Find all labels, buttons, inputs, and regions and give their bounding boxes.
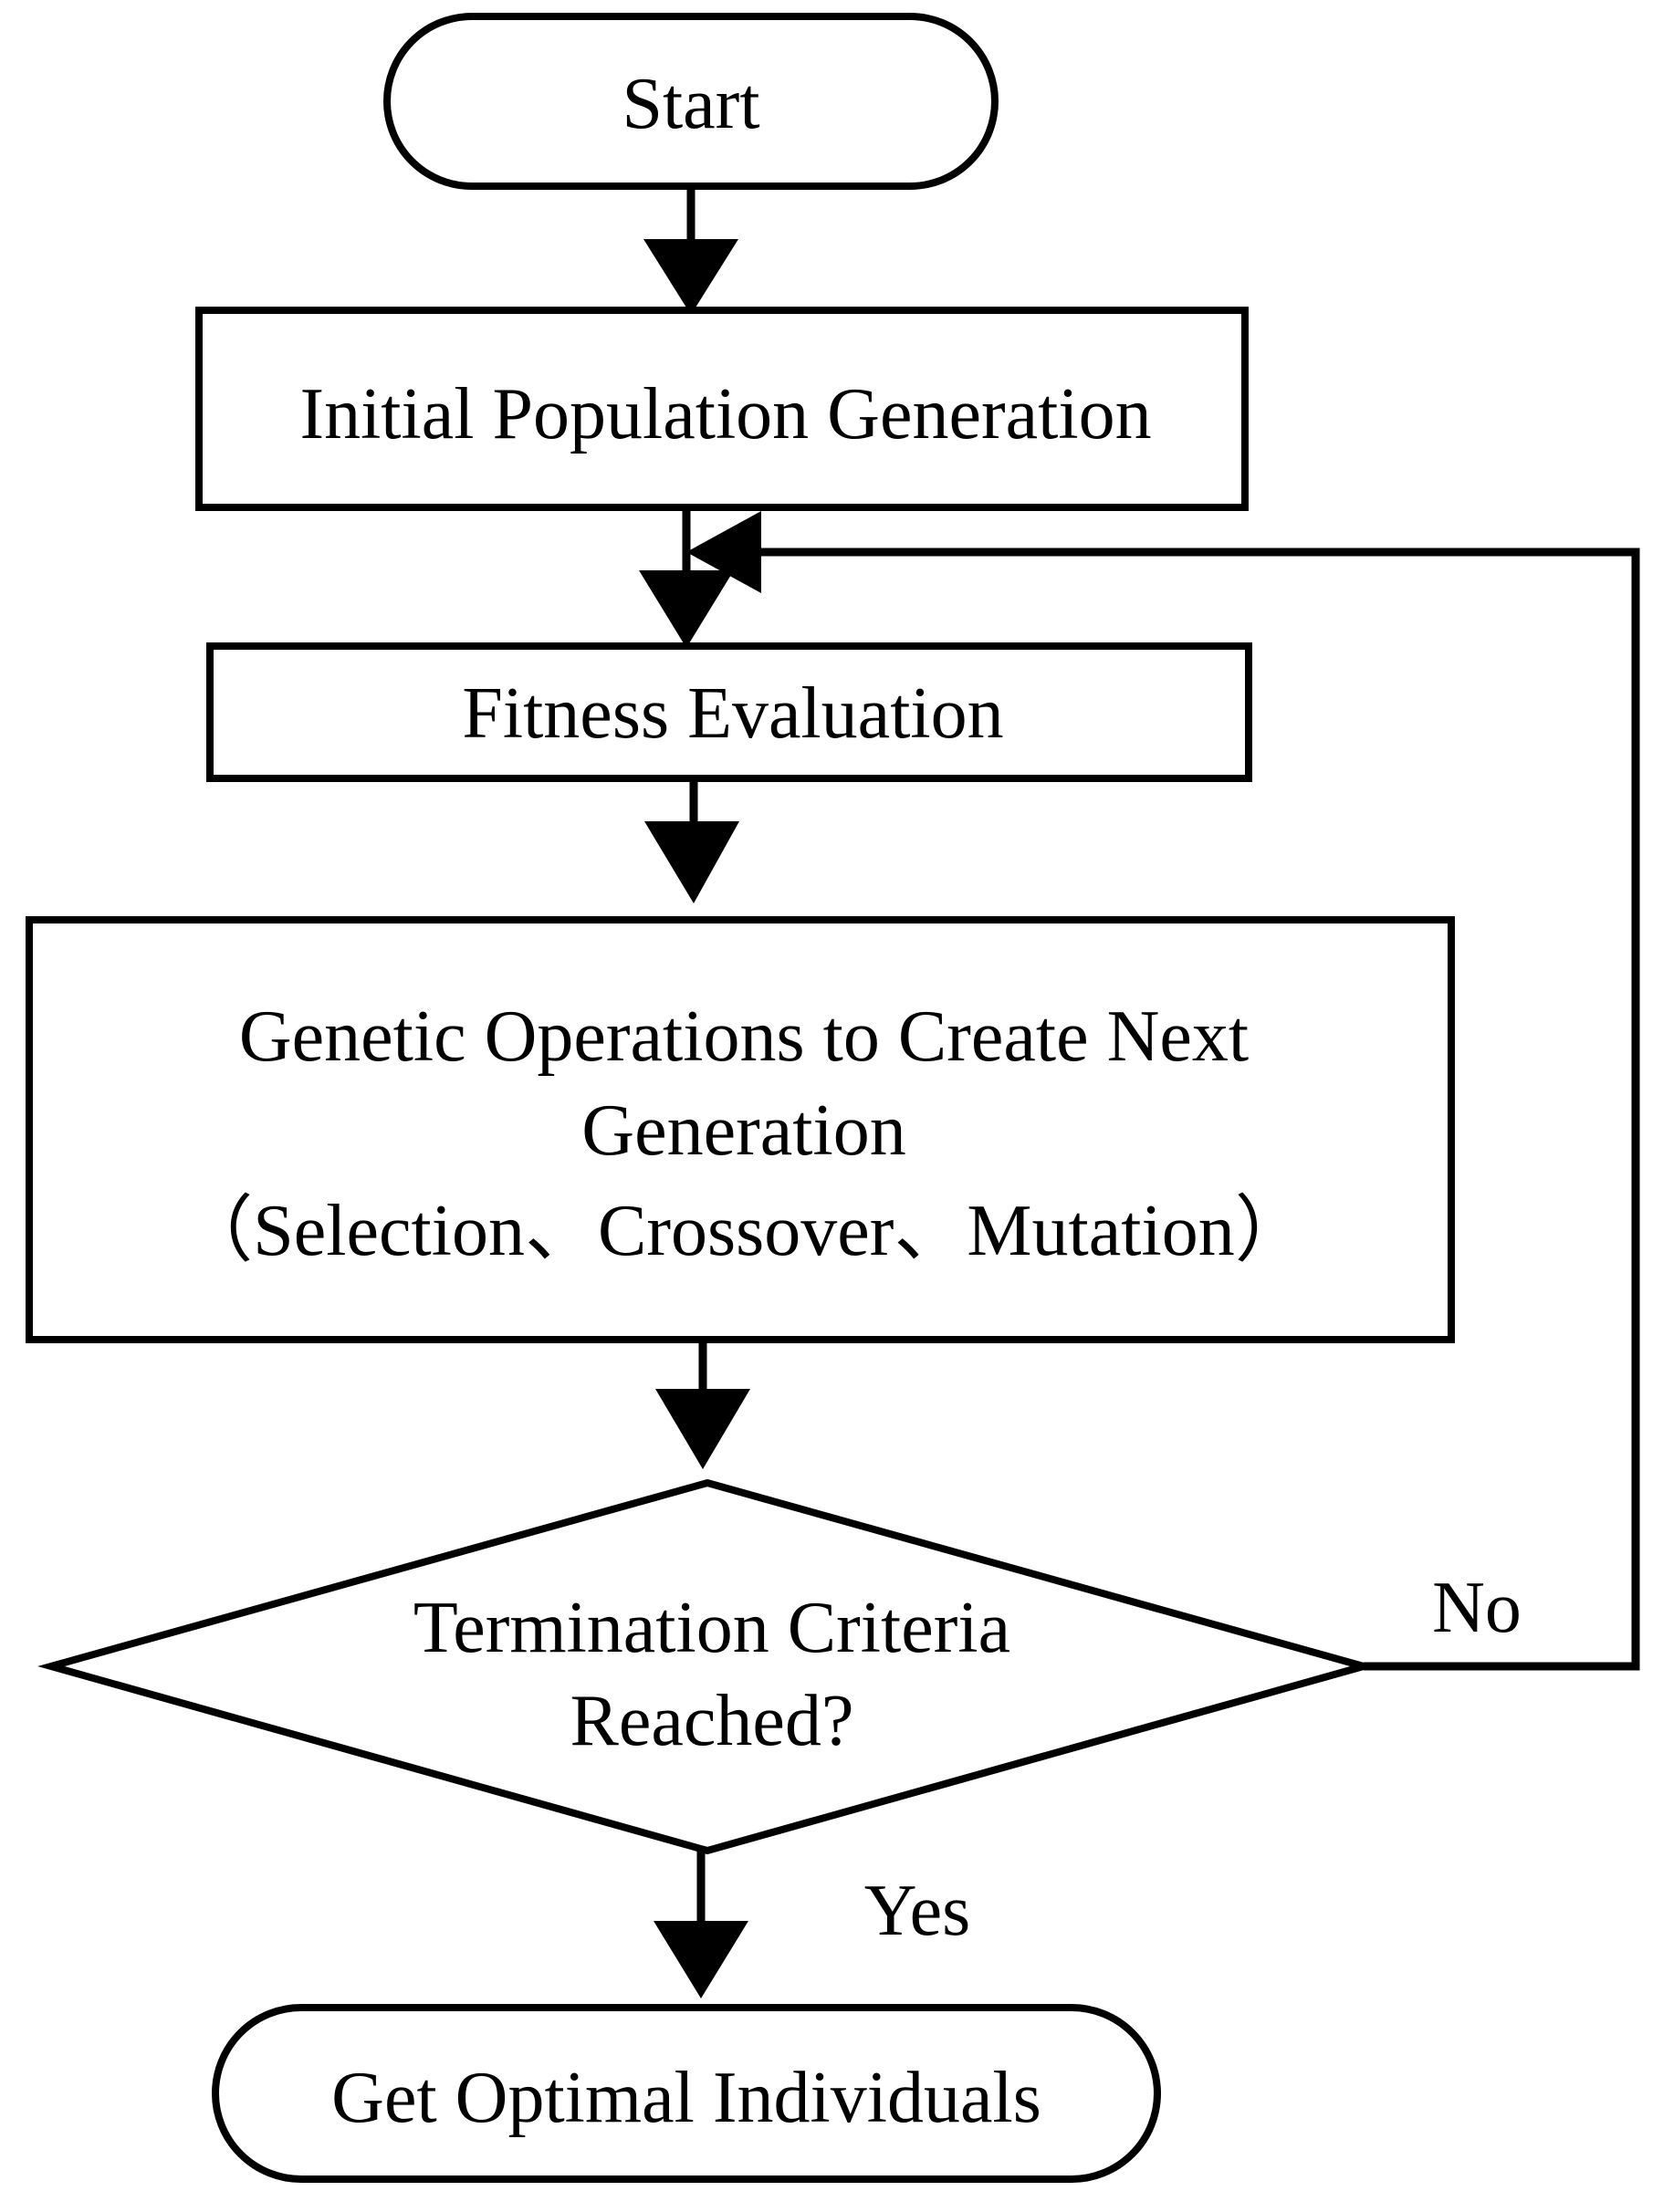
- init-population-box: [195, 307, 1249, 511]
- arrowhead-loop-back: [686, 511, 761, 593]
- end-label: Get Optimal Individuals: [331, 2058, 1041, 2138]
- termination-line1: Termination Criteria: [413, 1588, 1010, 1668]
- arrowhead-init-to-fitness: [639, 570, 734, 648]
- termination-line2: Reached?: [570, 1681, 854, 1761]
- yes-branch-label: Yes: [864, 1871, 970, 1951]
- genetic-operations-line1: Genetic Operations to Create Next: [239, 996, 1249, 1077]
- fitness-evaluation-box: [206, 642, 1252, 782]
- arrowhead-fitness-to-genetic: [644, 821, 739, 903]
- genetic-operations-box: [26, 916, 1455, 1343]
- termination-decision-diamond: [37, 1478, 1377, 1855]
- genetic-operations-line3: （Selection、Crossover、Mutation）: [180, 1191, 1307, 1271]
- init-population-label: Initial Population Generation: [299, 374, 1151, 454]
- arrowhead-start-to-init: [643, 239, 738, 315]
- fitness-evaluation-label: Fitness Evaluation: [462, 673, 1003, 754]
- start-label: Start: [622, 64, 759, 144]
- end-terminal: [212, 2004, 1161, 2183]
- loop-back-connector: [730, 548, 1640, 1671]
- arrowhead-termination-to-end: [654, 1921, 748, 1998]
- genetic-operations-line2: Generation: [581, 1090, 905, 1171]
- no-branch-label: No: [1432, 1568, 1522, 1648]
- arrowhead-genetic-to-termination: [655, 1389, 750, 1469]
